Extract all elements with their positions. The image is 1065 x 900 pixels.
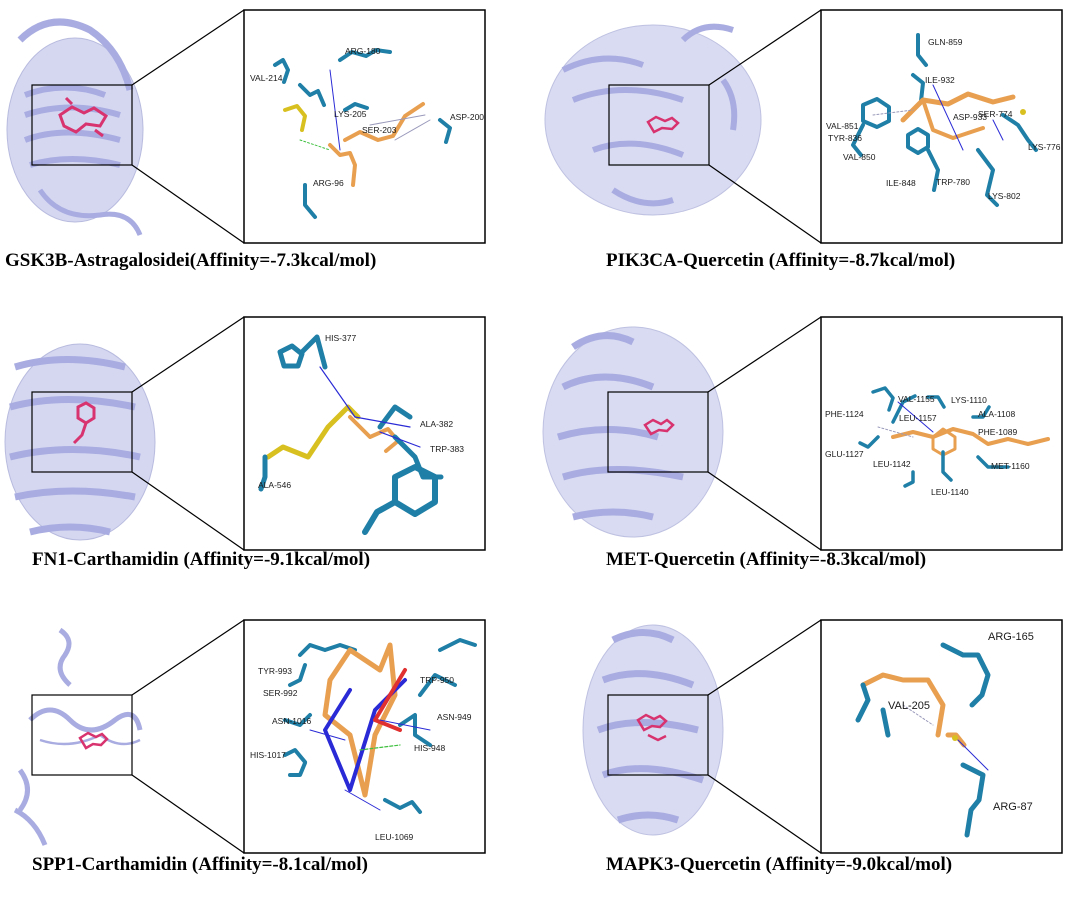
residue-label: HIS-948 (414, 743, 445, 753)
panel-gsk3b: ARG-180 VAL-214 LYS-205 SER-203 ASP-200 … (0, 0, 532, 290)
panel-caption: MET-Quercetin (Affinity=-8.3kcal/mol) (606, 549, 927, 570)
residue-label: TYR-836 (828, 133, 862, 143)
residue-label: ASN-1016 (272, 716, 311, 726)
zoom-line-bottom (131, 164, 245, 244)
protein-ribbon (582, 624, 724, 836)
protein-ribbon (542, 326, 724, 538)
residue-label: LEU-1140 (931, 487, 969, 497)
panel-caption: SPP1-Carthamidin (Affinity=-8.1cal/mol) (32, 854, 368, 875)
residue-label: SER-774 (978, 109, 1013, 119)
ligand-pink (58, 96, 109, 138)
detail-box (243, 619, 486, 854)
zoom-line-bottom (707, 471, 822, 551)
residue-label: TRP-950 (420, 675, 454, 685)
detail-box (820, 619, 1063, 854)
ligand-pink (646, 115, 680, 134)
protein-ribbon (4, 343, 156, 541)
panel-fn1: HIS-377 ALA-382 TRP-383 ALA-546 FN1-Cart… (0, 307, 532, 597)
residue-label: VAL-851 (826, 121, 859, 131)
residue-label: ASP-200 (450, 112, 484, 122)
residue-label: PHE-1089 (978, 427, 1017, 437)
residue-label: VAL-214 (250, 73, 283, 83)
residue-label: TRP-780 (936, 177, 970, 187)
residue-label: HIS-1017 (250, 750, 286, 760)
protein-structure-met: VAL-1155 LYS-1110 PHE-1124 ALA-1108 LEU-… (542, 316, 1063, 551)
residue-label: LYS-205 (334, 109, 367, 119)
zoom-line-bottom (131, 774, 245, 854)
residue-label: VAL-1155 (898, 394, 935, 404)
ligand-pink (643, 418, 675, 436)
residue-label: ASP-933 (953, 112, 987, 122)
interaction-detail (258, 334, 444, 535)
protein-structure-mapk3: ARG-165 VAL-205 ARG-87 (582, 619, 1063, 854)
residue-label: LEU-1142 (873, 459, 911, 469)
residue-label: SER-992 (263, 688, 298, 698)
zoom-line-bottom (131, 471, 245, 551)
residue-label: ALA-382 (420, 419, 453, 429)
residue-label: LEU-1069 (375, 832, 414, 842)
residue-label: ASN-949 (437, 712, 472, 722)
zoom-line-top (131, 316, 245, 393)
zoom-line-top (131, 9, 245, 86)
residue-label: GLU-1127 (825, 449, 864, 459)
ligand-pink (72, 401, 96, 445)
panel-spp1: TYR-993 TRP-950 SER-992 ASN-1016 ASN-949… (0, 610, 532, 900)
residue-label: TYR-993 (258, 666, 292, 676)
panel-caption: PIK3CA-Quercetin (Affinity=-8.7kcal/mol) (606, 250, 956, 271)
panel-mapk3: ARG-165 VAL-205 ARG-87 MAPK3-Quercetin (… (533, 610, 1065, 900)
residue-label: LEU-1157 (899, 413, 937, 423)
residue-label: LYS-802 (988, 191, 1021, 201)
zoom-box (607, 694, 709, 776)
interaction-detail (273, 48, 452, 219)
zoom-line-top (131, 619, 245, 696)
detail-box (243, 9, 486, 244)
panel-met: VAL-1155 LYS-1110 PHE-1124 ALA-1108 LEU-… (533, 307, 1065, 597)
residue-label: LYS-776 (1028, 142, 1061, 152)
zoom-line-top (707, 316, 822, 393)
residue-label: MET-1160 (991, 461, 1030, 471)
zoom-box (31, 694, 133, 776)
residue-label: ARG-87 (993, 801, 1033, 813)
residue-label: ALA-546 (258, 480, 291, 490)
residue-label: VAL-205 (888, 700, 930, 712)
residue-label: LYS-1110 (951, 395, 987, 405)
interaction-detail (858, 386, 1050, 488)
zoom-box (31, 391, 133, 473)
zoom-line-top (707, 619, 822, 696)
panel-caption: FN1-Carthamidin (Affinity=-9.1kcal/mol) (32, 549, 371, 570)
ligand-pink (636, 713, 668, 742)
residue-label: ILE-848 (886, 178, 916, 188)
ligand-pink (78, 731, 109, 750)
residue-label: SER-203 (362, 125, 397, 135)
panel-caption: GSK3B-Astragalosidei(Affinity=-7.3kcal/m… (5, 250, 377, 271)
panel-pik3ca: GLN-859 ILE-932 ASP-933 SER-774 VAL-851 … (533, 0, 1065, 290)
protein-structure-pik3ca: GLN-859 ILE-932 ASP-933 SER-774 VAL-851 … (544, 9, 1063, 244)
residue-label: ARG-165 (988, 631, 1034, 643)
interaction-detail (855, 642, 991, 838)
protein-structure-spp1: TYR-993 TRP-950 SER-992 ASN-1016 ASN-949… (13, 619, 486, 854)
residue-label: ARG-96 (313, 178, 344, 188)
zoom-line-top (708, 9, 822, 86)
residue-label: GLN-859 (928, 37, 963, 47)
protein-structure-gsk3b: ARG-180 VAL-214 LYS-205 SER-203 ASP-200 … (6, 9, 486, 244)
interaction-detail (851, 33, 1038, 207)
residue-label: TRP-383 (430, 444, 464, 454)
residue-label: ILE-932 (925, 75, 955, 85)
residue-label: ALA-1108 (978, 409, 1015, 419)
zoom-box (31, 84, 133, 166)
residue-label: VAL-850 (843, 152, 876, 162)
zoom-box (608, 84, 710, 166)
residue-label: ARG-180 (345, 46, 381, 56)
zoom-box (607, 391, 709, 473)
protein-ribbon (13, 627, 143, 846)
panel-caption: MAPK3-Quercetin (Affinity=-9.0kcal/mol) (606, 854, 953, 875)
protein-ribbon (6, 18, 144, 237)
zoom-line-bottom (708, 164, 822, 244)
protein-structure-fn1: HIS-377 ALA-382 TRP-383 ALA-546 (4, 316, 486, 551)
residue-label: PHE-1124 (825, 409, 864, 419)
zoom-line-bottom (707, 774, 822, 854)
residue-label: HIS-377 (325, 333, 356, 343)
interaction-detail (283, 638, 477, 814)
